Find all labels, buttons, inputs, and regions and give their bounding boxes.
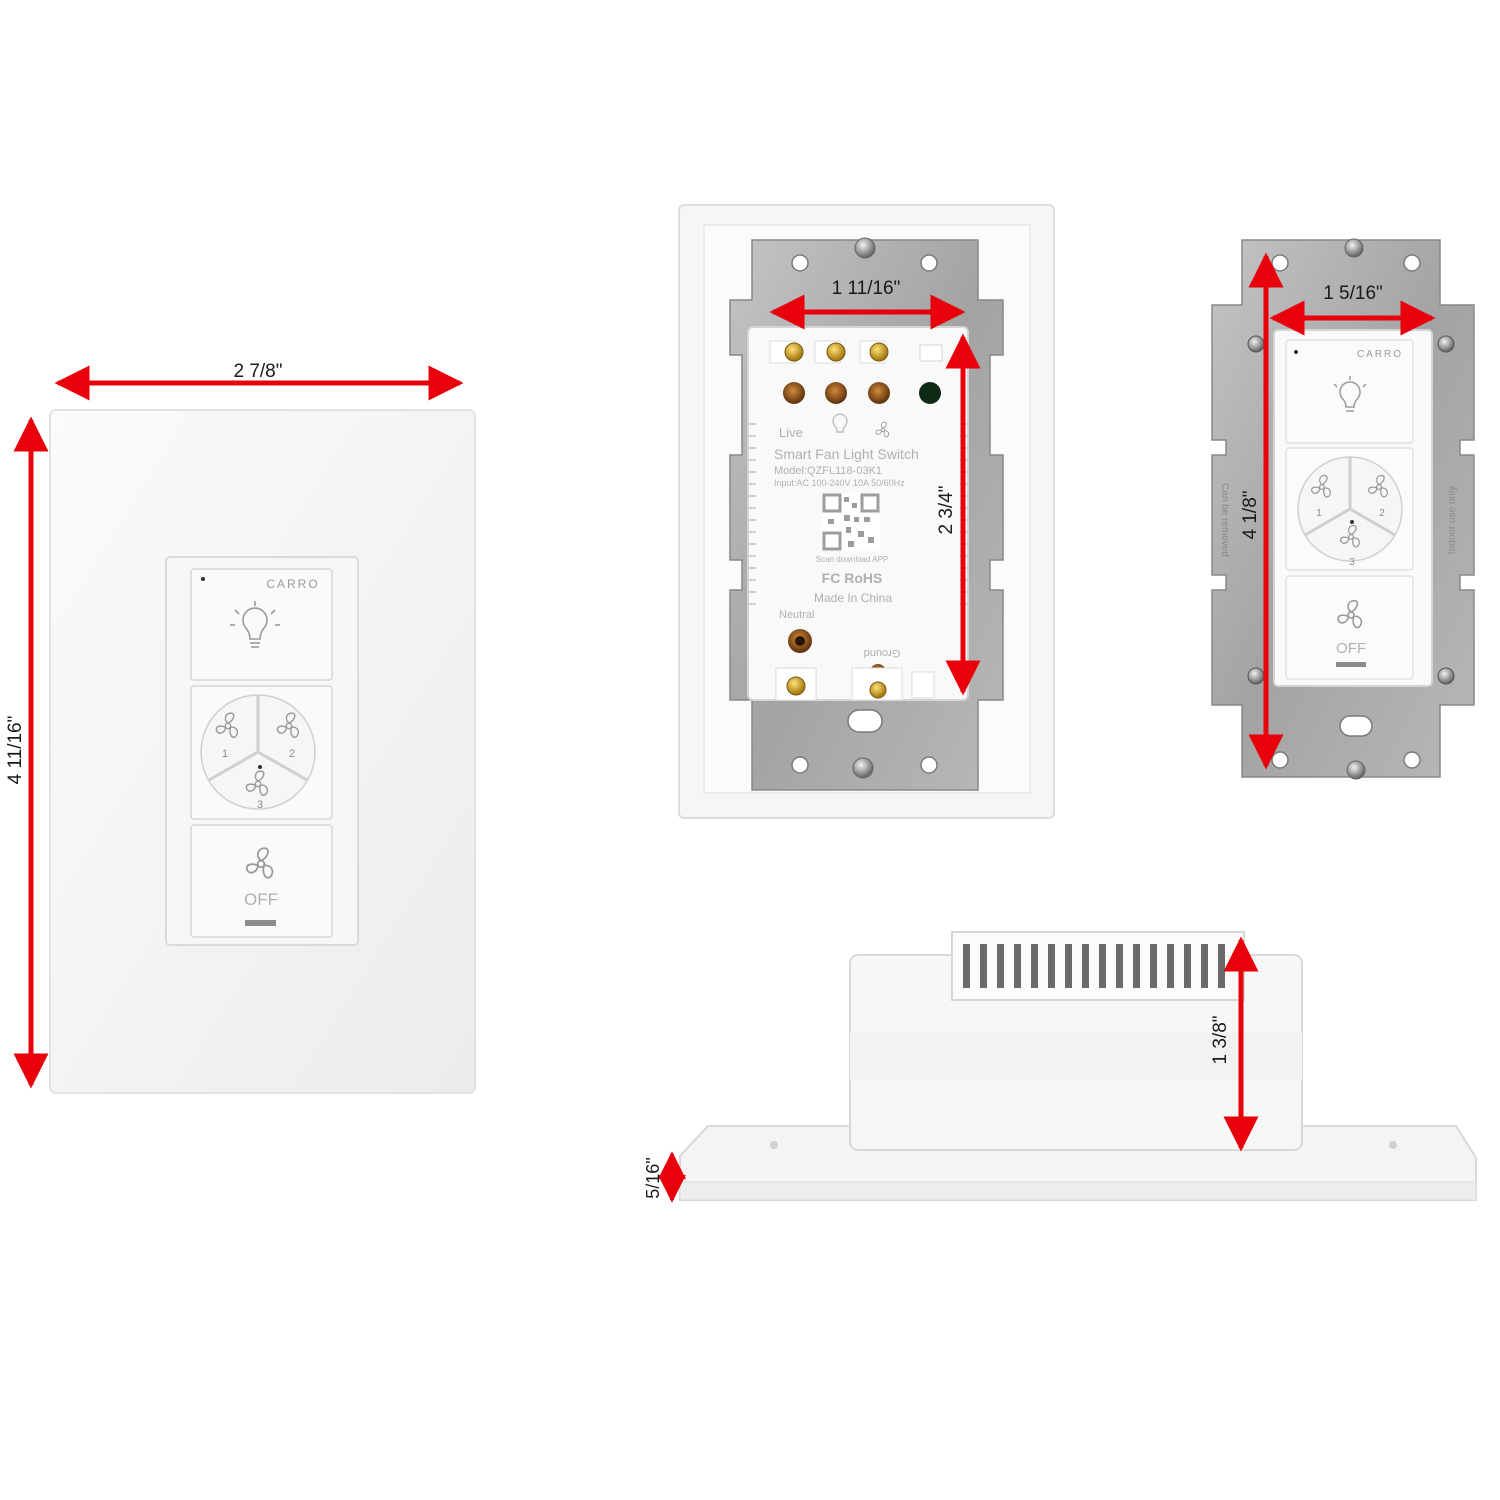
input-rating: Input:AC 100-240V 10A 50/60Hz <box>774 478 905 488</box>
vent-slots <box>963 944 1225 988</box>
strap-speed-2-label: 2 <box>1379 508 1385 519</box>
strap-height-dimension: 4 1/8" <box>1240 252 1284 770</box>
qr-code-icon <box>822 493 880 551</box>
fan-speed-1-key[interactable]: 1 <box>215 712 239 760</box>
back-height-dimension: 2 3/4" <box>936 333 981 696</box>
strap-speed-3-key[interactable]: 3 <box>1339 520 1361 568</box>
screw-icon <box>854 237 876 259</box>
back-width-dimension: 1 11/16" <box>769 278 966 330</box>
side-depth-dimension: 1 3/8" <box>1210 936 1259 1152</box>
strap-width-dimension: 1 5/16" <box>1269 283 1436 336</box>
strap-speed-1-label: 1 <box>1316 508 1322 519</box>
strap-speed-keys: 1 2 3 <box>1285 447 1414 571</box>
strap-speed-3-label: 3 <box>1349 557 1355 568</box>
strap-speed-1-key[interactable]: 1 <box>1310 474 1332 519</box>
fan-speed-3-key[interactable]: 3 <box>245 765 269 811</box>
light-key[interactable]: CARRO <box>190 568 333 681</box>
strap-brand-logo: CARRO <box>1357 349 1403 360</box>
front-height-label: 4 11/16" <box>5 716 26 785</box>
bulb-icon <box>230 601 280 648</box>
speed-keys: 1 2 3 <box>190 685 333 820</box>
side-view: 1 3/8" 5/16" <box>643 931 1477 1203</box>
front-height-dimension: 4 11/16" <box>5 416 49 1089</box>
fan-speed-2-key[interactable]: 2 <box>276 712 300 760</box>
strap-height-label: 4 1/8" <box>1240 490 1261 539</box>
vent-housing <box>951 931 1245 1001</box>
live-label: Live <box>779 425 803 440</box>
strap-speed-2-key[interactable]: 2 <box>1367 474 1389 519</box>
indicator-led <box>245 920 276 926</box>
origin-label: Made In China <box>814 591 892 605</box>
front-width-dimension: 2 7/8" <box>54 361 464 401</box>
off-key[interactable]: OFF <box>190 824 333 938</box>
strap-indicator-led <box>1336 662 1366 667</box>
strap-marking-left: Can be removed <box>1219 483 1230 557</box>
bulb-icon <box>1333 376 1367 412</box>
speed-2-label: 2 <box>289 748 295 760</box>
strap-view: Can be removed Indoor use only CARRO <box>1211 238 1475 780</box>
plate-thickness-dimension: 5/16" <box>643 1151 686 1203</box>
certifications: FC RoHS <box>822 570 883 586</box>
bulb-icon <box>832 413 848 433</box>
model-number: Model:QZFL118-03K1 <box>774 465 882 477</box>
strap-width-label: 1 5/16" <box>1323 283 1383 304</box>
back-view: Live Smart Fan Light Switch Model:QZFL11… <box>678 204 1055 819</box>
side-depth-label: 1 3/8" <box>1210 1015 1231 1064</box>
front-width-label: 2 7/8" <box>233 361 282 382</box>
screw-icon <box>1344 238 1364 258</box>
speed-1-label: 1 <box>222 748 228 760</box>
product-name: Smart Fan Light Switch <box>774 446 919 462</box>
strap-marking-right: Indoor use only <box>1447 486 1458 554</box>
front-view: CARRO 1 2 <box>5 361 476 1094</box>
neutral-label: Neutral <box>779 609 814 621</box>
strap-off-key[interactable]: OFF <box>1285 575 1414 680</box>
off-label: OFF <box>244 890 278 909</box>
scan-label: Scan download APP <box>816 555 889 564</box>
strap-off-label: OFF <box>1336 640 1366 657</box>
back-height-label: 2 3/4" <box>936 485 957 534</box>
brand-logo: CARRO <box>266 577 319 591</box>
speed-3-label: 3 <box>257 799 263 811</box>
back-width-label: 1 11/16" <box>832 278 901 299</box>
ground-label: Ground <box>864 647 901 659</box>
strap-light-key[interactable]: CARRO <box>1285 339 1414 444</box>
plate-thickness-label: 5/16" <box>643 1157 663 1198</box>
